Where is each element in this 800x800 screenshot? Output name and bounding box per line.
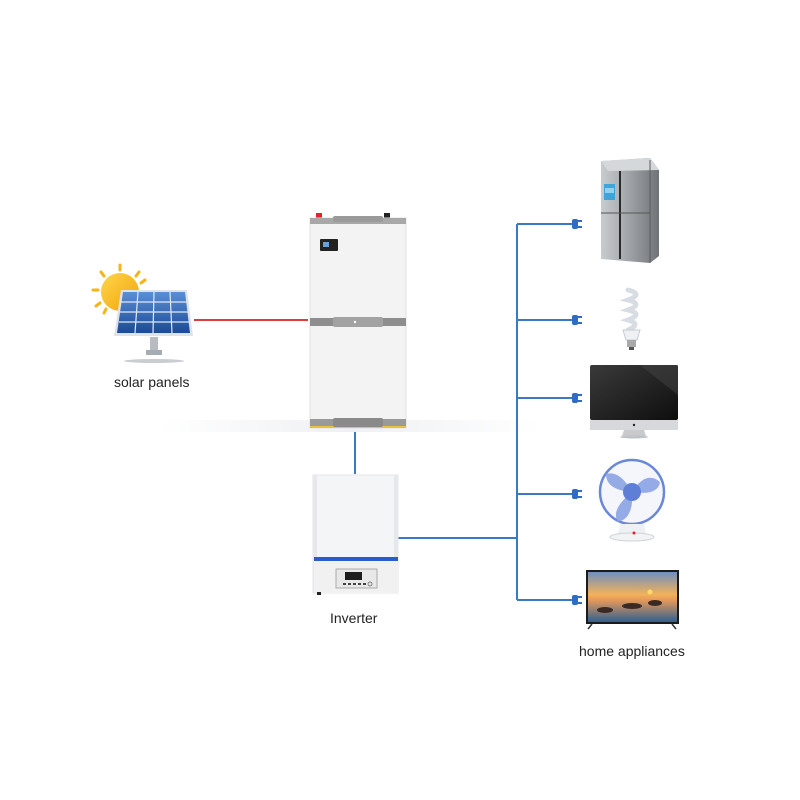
inverter-icon — [312, 474, 399, 595]
monitor-icon — [590, 365, 678, 439]
plug-icon-refrigerator — [572, 219, 582, 229]
refrigerator-icon — [601, 158, 659, 263]
fan-icon — [598, 458, 666, 542]
solar-panels-label: solar panels — [114, 374, 190, 390]
plug-icon-monitor — [572, 393, 582, 403]
plug-icon-fan — [572, 489, 582, 499]
solar-panel-icon — [91, 263, 193, 363]
plug-icon-tv — [572, 595, 582, 605]
television-icon — [586, 570, 679, 630]
plug-icons — [572, 219, 582, 605]
home-appliances-label: home appliances — [579, 643, 685, 659]
battery-stack-icon — [309, 213, 407, 429]
plug-icon-bulb — [572, 315, 582, 325]
light-bulb-icon — [619, 287, 641, 350]
inverter-label: Inverter — [330, 610, 378, 626]
edge-inverter-to-appliances — [398, 223, 572, 601]
